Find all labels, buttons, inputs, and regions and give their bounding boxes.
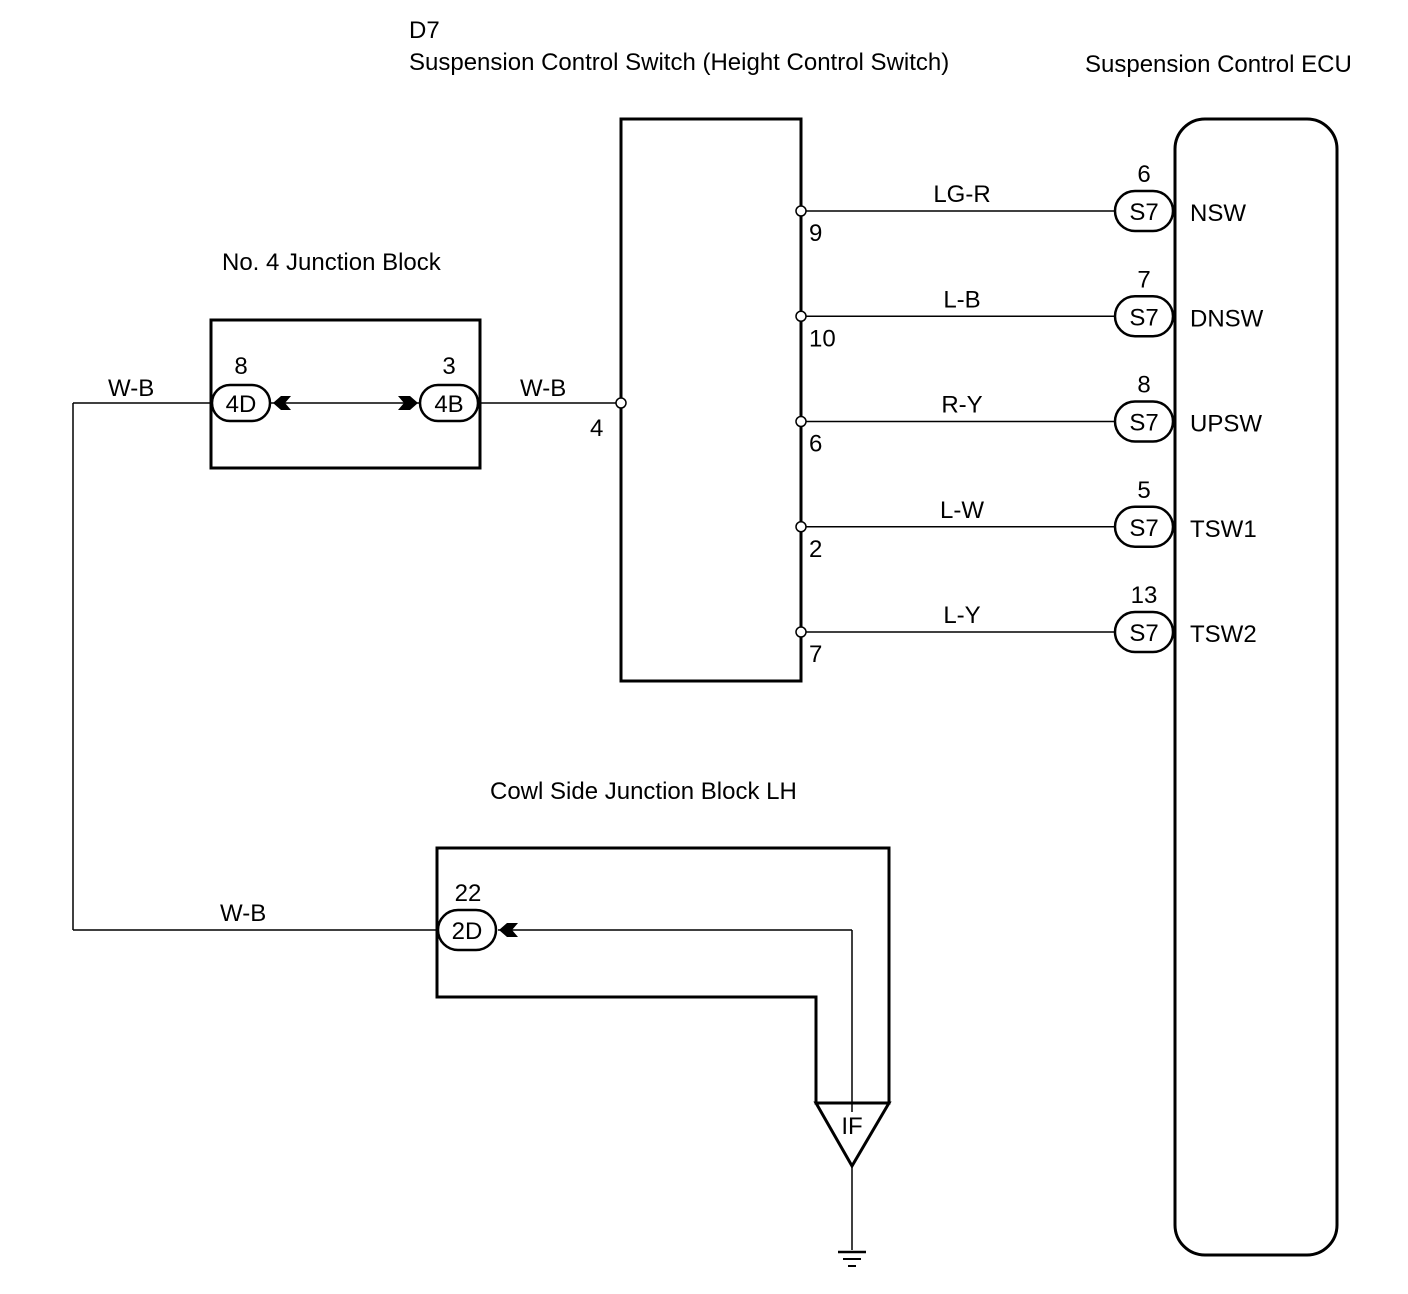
- connector-s7: [1113, 505, 1175, 548]
- connector-4d-code: 4D: [226, 391, 257, 418]
- switch-pin-2: [795, 521, 807, 533]
- ecu-pin-number: 8: [1137, 372, 1150, 399]
- switch-pin-label: 2: [809, 536, 822, 563]
- ecu-terminal-tsw1: TSW1: [1190, 516, 1257, 543]
- ecu-pin-number: 6: [1137, 161, 1150, 188]
- connector-s7: [1113, 400, 1175, 443]
- cowl-junction-box: [435, 846, 891, 1105]
- connector-4b: 4B 3: [398, 353, 480, 423]
- signal-wires: 9LG-RS76NSW10L-BS77DNSW6R-YS78UPSW2L-WS7…: [795, 161, 1264, 668]
- connector-4b-pin: 3: [442, 353, 455, 380]
- wire-label-wb-bottom: W-B: [220, 900, 266, 927]
- junction-block-4-box: [209, 318, 482, 470]
- ecu-connector-code: S7: [1129, 410, 1158, 437]
- ground-point-if: IF: [813, 1101, 892, 1169]
- female-terminal-icon: [273, 396, 291, 410]
- switch-pin-4-label: 4: [590, 415, 603, 442]
- ecu-terminal-nsw: NSW: [1190, 200, 1246, 227]
- ground-icon: [838, 1250, 866, 1267]
- wire-color-label: L-W: [940, 497, 984, 524]
- switch-pin-10: [795, 310, 807, 322]
- ecu-connector-code: S7: [1129, 199, 1158, 226]
- ecu-connector-code: S7: [1129, 620, 1158, 647]
- wire-color-label: R-Y: [941, 392, 982, 419]
- connector-s7: [1113, 295, 1175, 338]
- wire-label-wb-left: W-B: [108, 375, 154, 402]
- switch-code: D7: [409, 17, 440, 44]
- switch-pin-label: 6: [809, 431, 822, 458]
- wire-color-label: L-B: [943, 286, 980, 313]
- ecu-terminal-dnsw: DNSW: [1190, 305, 1264, 332]
- switch-title: Suspension Control Switch (Height Contro…: [409, 49, 949, 76]
- ecu-terminal-upsw: UPSW: [1190, 411, 1262, 438]
- ecu-connector-code: S7: [1129, 304, 1158, 331]
- ecu-pin-number: 13: [1131, 582, 1158, 609]
- junction-block-4-title: No. 4 Junction Block: [222, 249, 442, 276]
- connector-4d: 4D 8: [210, 353, 291, 423]
- connector-2d-code: 2D: [452, 918, 483, 945]
- switch-box: [619, 117, 803, 683]
- switch-pin-7: [795, 626, 807, 638]
- switch-pin-label: 10: [809, 325, 836, 352]
- wire-label-wb-right: W-B: [520, 375, 566, 402]
- connector-s7: [1113, 189, 1175, 233]
- ecu-box: [1173, 117, 1339, 1257]
- connector-4b-code: 4B: [434, 391, 463, 418]
- connector-s7: [1113, 610, 1175, 654]
- cowl-junction-title: Cowl Side Junction Block LH: [490, 778, 797, 805]
- ground-point-label: IF: [841, 1113, 862, 1140]
- connector-2d: 2D 22: [436, 880, 518, 952]
- switch-pin-label: 7: [809, 641, 822, 668]
- switch-pin-6: [795, 415, 807, 428]
- female-terminal-icon: [499, 923, 518, 937]
- wire-color-label: LG-R: [933, 181, 990, 208]
- ecu-title: Suspension Control ECU: [1085, 51, 1352, 78]
- ecu-connector-code: S7: [1129, 515, 1158, 542]
- male-terminal-icon: [398, 396, 418, 410]
- switch-pin-9: [795, 205, 807, 217]
- wire-color-label: L-Y: [943, 602, 980, 629]
- ecu-terminal-tsw2: TSW2: [1190, 621, 1257, 648]
- switch-pin-label: 9: [809, 220, 822, 247]
- ecu-pin-number: 7: [1137, 266, 1150, 293]
- ecu-pin-number: 5: [1137, 477, 1150, 504]
- connector-2d-pin: 22: [455, 880, 482, 907]
- switch-pin-4: [615, 397, 627, 409]
- connector-4d-pin: 8: [234, 353, 247, 380]
